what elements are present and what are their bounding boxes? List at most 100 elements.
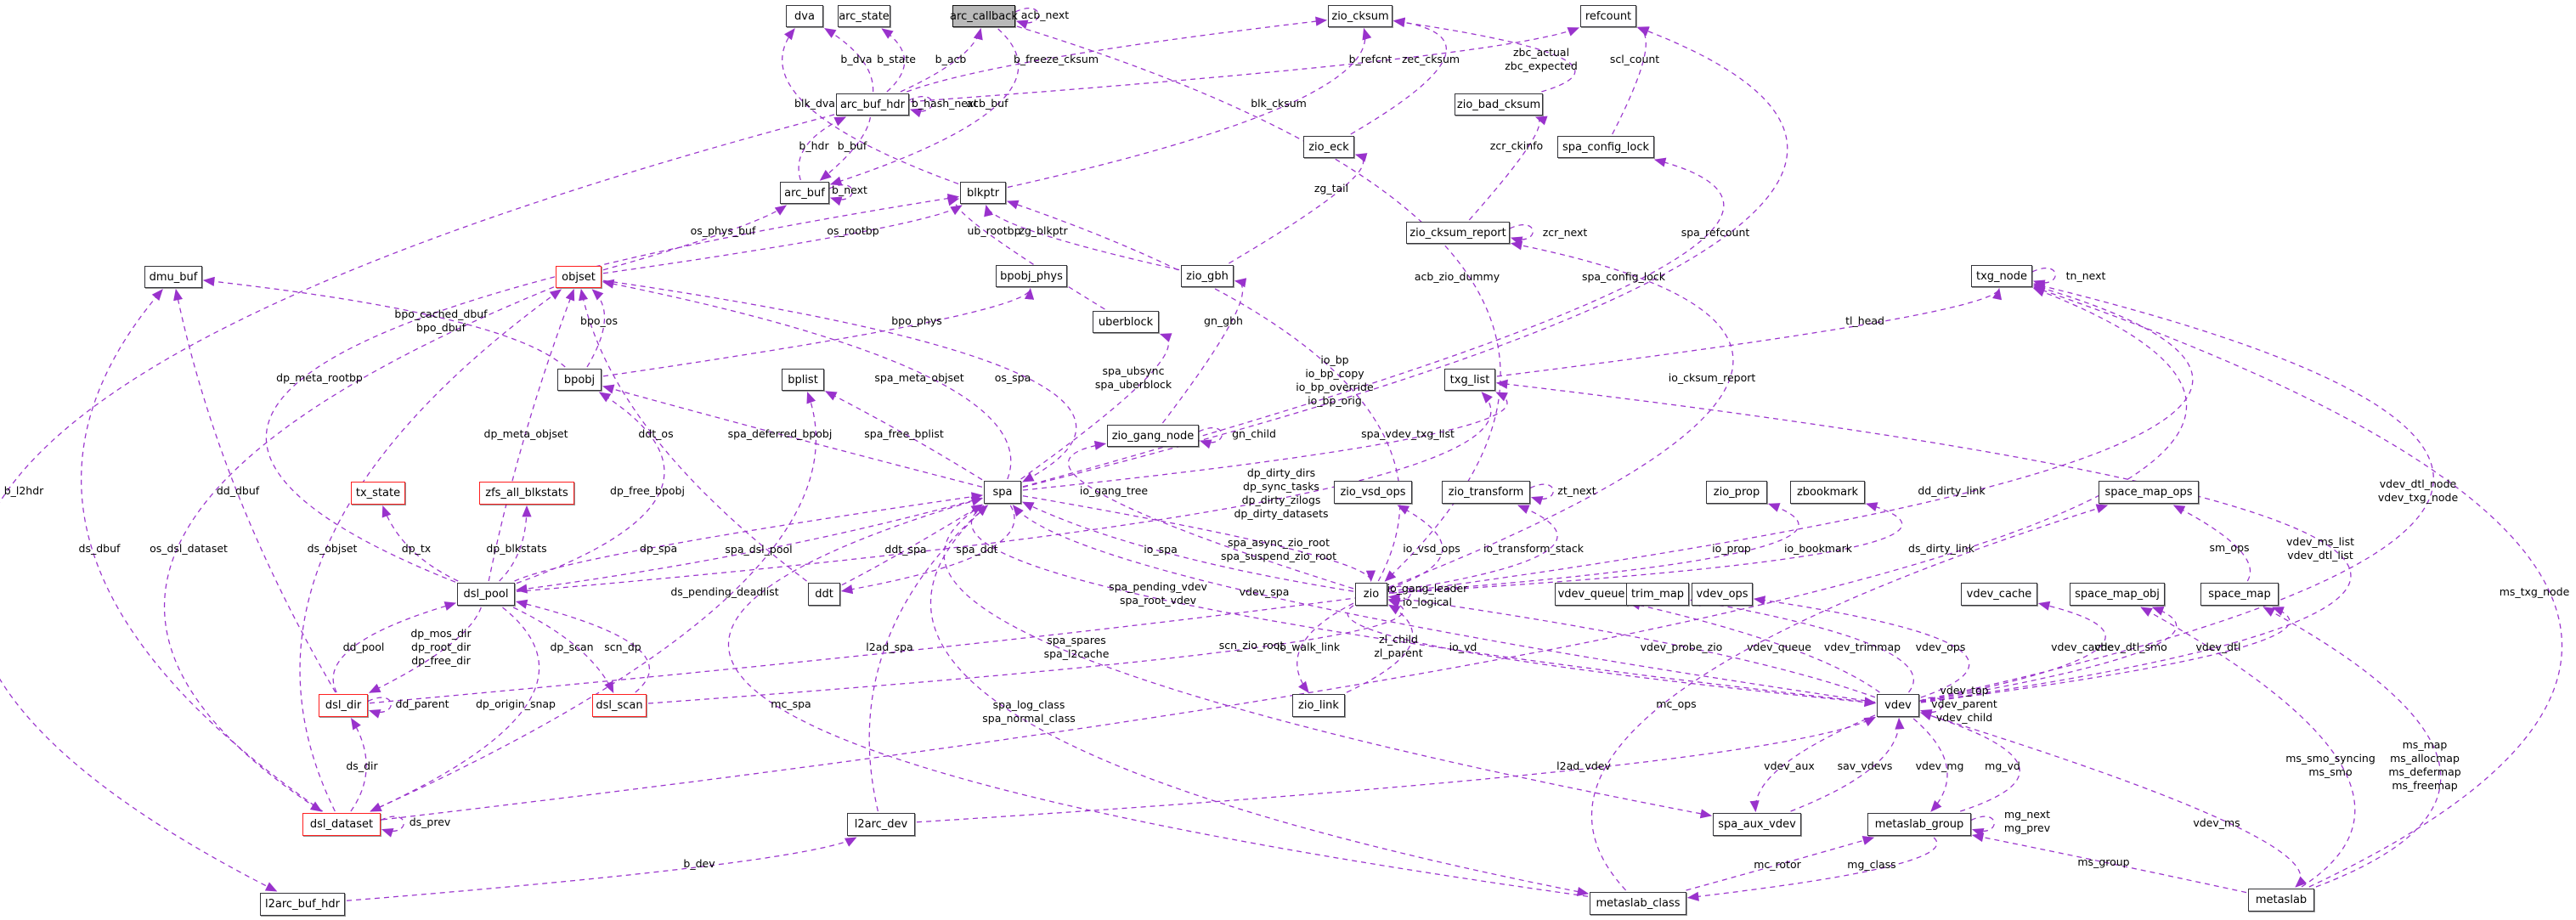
node-zio_bad_cksum[interactable]: zio_bad_cksum	[1455, 93, 1543, 116]
node-trim_map[interactable]: trim_map	[1626, 583, 1689, 606]
node-zio_vsd_ops[interactable]: zio_vsd_ops	[1334, 481, 1412, 504]
node-zio_prop[interactable]: zio_prop	[1706, 481, 1767, 504]
edge-vdev-trim_map	[1689, 596, 1914, 693]
node-vdev_ops[interactable]: vdev_ops	[1692, 583, 1753, 606]
edge-spa-bpobj	[602, 384, 983, 488]
edge-label-spa_dsl_pool: spa_dsl_pool	[725, 543, 793, 556]
edge-label-spa_vdev_txg_list: spa_vdev_txg_list	[1361, 427, 1455, 440]
edge-label-b_state: b_state	[877, 53, 916, 65]
node-zio_gang_node[interactable]: zio_gang_node	[1107, 425, 1199, 447]
edge-label-ms_map: ms_map ms_allocmap ms_defermap ms_freema…	[2388, 738, 2461, 792]
edge-zio-zio_prop	[1388, 503, 1799, 594]
node-objset[interactable]: objset	[556, 266, 602, 288]
edge-space_map-space_map_ops	[2172, 505, 2251, 582]
edge-dsl_dataset-bplist	[370, 391, 816, 812]
node-zio_cksum_report[interactable]: zio_cksum_report	[1406, 222, 1510, 244]
node-dsl_dataset[interactable]: dsl_dataset	[302, 813, 381, 836]
edge-label-b_hash_next: b_hash_next	[911, 97, 979, 110]
node-arc_state[interactable]: arc_state	[838, 5, 890, 27]
edge-vdev-metaslab	[1920, 712, 2308, 888]
node-metaslab[interactable]: metaslab	[2248, 889, 2314, 912]
node-vdev_queue[interactable]: vdev_queue	[1555, 583, 1628, 606]
node-dva[interactable]: dva	[786, 5, 823, 27]
node-zio_eck[interactable]: zio_eck	[1303, 136, 1354, 158]
node-arc_callback[interactable]: arc_callback	[950, 5, 1018, 27]
edge-label-spa_config_lock: spa_config_lock	[1581, 270, 1666, 283]
node-txg_list[interactable]: txg_list	[1444, 369, 1495, 391]
node-zio_cksum[interactable]: zio_cksum	[1328, 5, 1393, 27]
node-txg_node[interactable]: txg_node	[1971, 265, 2032, 287]
node-tx_state[interactable]: tx_state	[351, 482, 405, 505]
edge-label-io_bookmark: io_bookmark	[1783, 542, 1853, 555]
edge-vdev-metaslab_group	[1912, 718, 1948, 812]
node-dsl_scan[interactable]: dsl_scan	[592, 694, 647, 717]
node-space_map_obj[interactable]: space_map_obj	[2070, 583, 2165, 606]
edge-zio_cksum_report-zio_bad_cksum	[1468, 116, 1548, 221]
node-zbookmark[interactable]: zbookmark	[1790, 481, 1865, 504]
node-zio_link[interactable]: zio_link	[1292, 694, 1345, 717]
edge-label-ds_dbuf: ds_dbuf	[78, 542, 121, 555]
edge-label-spa_pending_vdev: spa_pending_vdev spa_root_vdev	[1109, 580, 1207, 607]
node-zio_gbh[interactable]: zio_gbh	[1181, 265, 1234, 287]
node-uberblock[interactable]: uberblock	[1093, 311, 1159, 333]
edge-zio-zio_vsd_ops	[1388, 505, 1443, 590]
edge-label-zbc_actual: zbc_actual zbc_expected	[1505, 46, 1578, 72]
edge-objset-spa	[602, 279, 1077, 483]
node-vdev[interactable]: vdev	[1877, 694, 1919, 717]
edge-vdev-vdev_ops	[1753, 595, 1970, 698]
edge-label-l2ad_spa: l2ad_spa	[866, 641, 913, 653]
edge-label-mg_vd: mg_vd	[1985, 759, 2020, 772]
edge-metaslab_group-metaslab_class	[1686, 837, 1938, 901]
edge-dsl_dataset-dmu_buf	[81, 289, 324, 812]
edge-label-vdev_top: vdev_top vdev_parent vdev_child	[1931, 684, 1997, 724]
edge-dsl_dir-dmu_buf	[173, 288, 336, 693]
node-space_map[interactable]: space_map	[2200, 583, 2279, 606]
node-metaslab_class[interactable]: metaslab_class	[1590, 892, 1686, 915]
node-spa_config_lock[interactable]: spa_config_lock	[1557, 136, 1654, 158]
edge-vdev-space_map_obj	[1920, 607, 2178, 703]
node-blkptr[interactable]: blkptr	[960, 182, 1006, 204]
edge-spa_config_lock-refcount	[1612, 27, 1650, 135]
edge-bpobj-dmu_buf	[202, 276, 566, 368]
node-dsl_pool[interactable]: dsl_pool	[457, 583, 515, 606]
node-spa_aux_vdev[interactable]: spa_aux_vdev	[1713, 813, 1801, 836]
node-spa[interactable]: spa	[984, 481, 1021, 504]
edge-zio-zio_gang_node	[1067, 440, 1354, 590]
edge-label-gn_child: gn_child	[1232, 427, 1276, 440]
edge-zio_link-zio	[1346, 604, 1414, 693]
edge-dsl_pool-blkptr	[265, 193, 960, 583]
edge-label-spa_ubsync: spa_ubsync spa_uberblock	[1094, 364, 1172, 391]
edge-label-ms_group: ms_group	[2077, 855, 2130, 868]
edge-label-zg_blkptr: zg_blkptr	[1019, 224, 1068, 237]
node-dmu_buf[interactable]: dmu_buf	[144, 266, 202, 288]
edge-label-dd_dbuf: dd_dbuf	[216, 484, 260, 497]
node-arc_buf[interactable]: arc_buf	[780, 182, 829, 204]
node-ddt[interactable]: ddt	[808, 583, 840, 606]
node-l2arc_buf_hdr[interactable]: l2arc_buf_hdr	[260, 893, 345, 916]
edge-arc_callback-zio	[1016, 25, 1501, 582]
edge-label-io_spa: io_spa	[1144, 543, 1178, 556]
edge-label-io_walk_link: io_walk_link	[1276, 641, 1341, 653]
node-zfs_all_blkstats[interactable]: zfs_all_blkstats	[479, 482, 574, 505]
edge-label-blk_cksum: blk_cksum	[1251, 97, 1307, 110]
node-bpobj_phys[interactable]: bpobj_phys	[996, 265, 1067, 287]
node-metaslab_group[interactable]: metaslab_group	[1867, 813, 1971, 836]
node-arc_buf_hdr[interactable]: arc_buf_hdr	[836, 93, 909, 116]
node-vdev_cache[interactable]: vdev_cache	[1961, 583, 2037, 606]
node-l2arc_dev[interactable]: l2arc_dev	[847, 813, 915, 836]
edge-label-ms_txg_node: ms_txg_node	[2499, 585, 2570, 598]
edge-label-ddt_spa: ddt_spa	[884, 543, 927, 556]
edge-label-dp_blkstats: dp_blkstats	[486, 542, 547, 555]
node-bpobj[interactable]: bpobj	[557, 369, 602, 391]
edge-txg_list-txg_node	[1496, 287, 2002, 377]
node-zio[interactable]: zio	[1355, 583, 1387, 606]
edge-metaslab-space_map	[2262, 607, 2442, 888]
node-zio_transform[interactable]: zio_transform	[1442, 481, 1530, 504]
edge-label-bpo_phys: bpo_phys	[891, 314, 942, 327]
node-bplist[interactable]: bplist	[782, 369, 824, 391]
edge-label-dd_parent: dd_parent	[395, 697, 449, 710]
node-dsl_dir[interactable]: dsl_dir	[319, 694, 368, 717]
node-refcount[interactable]: refcount	[1580, 5, 1636, 27]
node-space_map_ops[interactable]: space_map_ops	[2099, 481, 2199, 504]
edge-label-ds_prev: ds_prev	[409, 816, 451, 828]
